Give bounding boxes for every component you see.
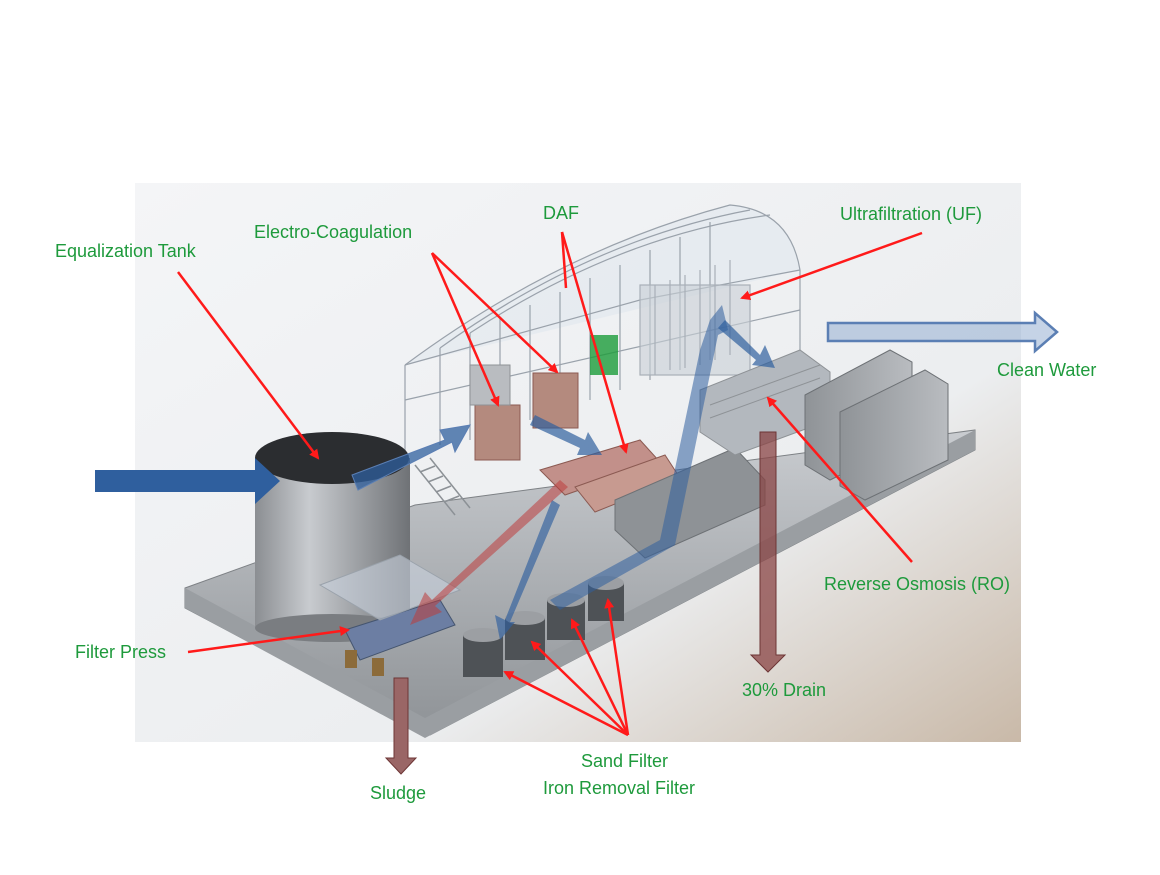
label-electro-coagulation: Electro-Coagulation [254,222,413,242]
label-iron-removal-filter: Iron Removal Filter [543,778,696,798]
label-drain: 30% Drain [742,680,827,700]
pointer-ro [766,396,913,563]
flow-arrow-to-uf [550,305,728,610]
flow-arrow-to-daf [530,415,602,455]
label-clean-water: Clean Water [997,360,1097,380]
sludge-to-filter-press-arrow [410,480,568,625]
waste-arrows [384,431,787,775]
drain-flow-arrow [749,431,787,673]
electro-coagulation-units [469,364,579,461]
pointer-ec-right [431,252,559,374]
label-daf: DAF [543,203,579,223]
pointer-uf [740,231,923,300]
pointer-filter-press [187,626,350,654]
label-reverse-osmosis: Reverse Osmosis (RO) [824,574,1011,594]
sludge-flow-arrow [384,677,418,775]
label-ultrafiltration: Ultrafiltration (UF) [840,204,983,224]
flow-arrow-to-ro [718,320,775,368]
flow-arrow-to-sand-filter [495,500,560,640]
pointer-sand-filter-2 [530,640,629,736]
clean-water-flow-arrow [826,310,1059,354]
equalization-tank [255,432,410,642]
pointer-sand-filter-1 [503,670,629,737]
clean-water-tanks [804,349,949,501]
label-equalization-tank: Equalization Tank [55,241,196,261]
pointer-daf-left [560,231,629,454]
pointer-equalization-tank [177,271,320,460]
pointer-ec-left [430,252,500,407]
daf-units [539,335,681,513]
inlet-flow-arrow [95,458,280,504]
flow-arrows [95,305,1059,640]
flow-arrow-to-ec [351,424,471,491]
label-sludge: Sludge [370,783,427,803]
callout-pointers [177,231,923,737]
staircase [414,457,471,516]
label-filter-press: Filter Press [75,642,167,662]
pointer-daf-right [560,231,568,289]
label-sand-filter: Sand Filter [581,751,669,771]
pointer-sand-filter-3 [570,618,630,736]
ro-skid [699,349,831,456]
pointer-sand-filter-4 [604,598,630,736]
